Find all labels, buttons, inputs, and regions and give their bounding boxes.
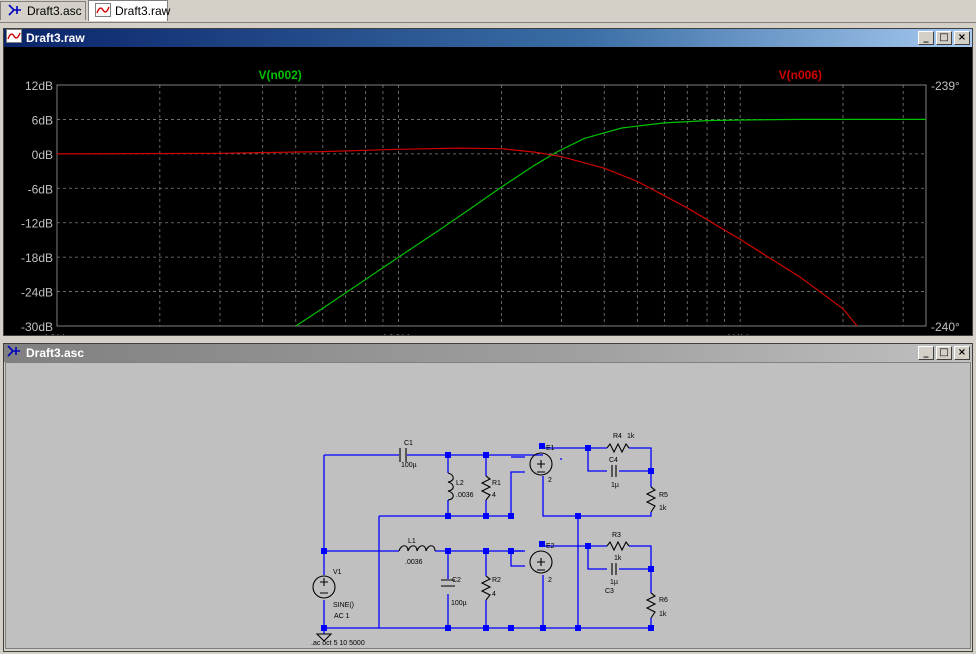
r3-label: R3 [612, 532, 621, 539]
component-symbols[interactable] [312, 442, 657, 642]
plot-traces[interactable] [56, 118, 926, 327]
e1-label: E1 [546, 445, 555, 452]
y-tick-label: -12dB [21, 217, 53, 231]
close-button[interactable]: × [954, 346, 970, 360]
schematic-window[interactable]: Draft3.asc _ □ × [3, 343, 973, 652]
x-tick-label: 10Hz [43, 332, 71, 335]
waveform-window[interactable]: Draft3.raw _ □ × 12dB 6dB 0dB -6dB -12dB -18d… [3, 28, 973, 346]
minimize-button[interactable]: _ [918, 31, 934, 45]
y-tick-label: -6dB [28, 182, 53, 196]
component-labels: C1 100µ L2 .0036 R1 4 E1 2 R4 1k C4 1µ R… [311, 433, 668, 647]
r4-label: R4 [613, 433, 622, 440]
r6-label: R6 [659, 597, 668, 604]
r1-value: 4 [492, 492, 496, 499]
circuit-schematic[interactable]: C1 100µ L2 .0036 R1 4 E1 2 R4 1k C4 1µ R… [6, 363, 970, 648]
minimize-button[interactable]: _ [918, 346, 934, 360]
plot-pane[interactable]: 12dB 6dB 0dB -6dB -12dB -18dB -24dB -30dB -239° -… [4, 47, 972, 346]
plot-ticks: 12dB 6dB 0dB -6dB -12dB -18dB -24dB -30dB -239° -… [21, 79, 960, 346]
c1-value: 100µ [401, 462, 417, 469]
r3-value: 1k [614, 555, 622, 562]
x-tick-label: 100Hz [381, 332, 416, 335]
r6-value: 1k [659, 611, 667, 618]
trace-label[interactable]: V(n002) [258, 68, 301, 82]
c2-label: C2 [452, 577, 461, 584]
plot-legend[interactable]: V(n002) V(n006) [258, 68, 822, 82]
tab-label: Draft3.raw [115, 4, 171, 18]
schematic-window-title: Draft3.asc [26, 346, 85, 360]
l2-label: L2 [456, 480, 464, 487]
schematic-window-titlebar[interactable]: Draft3.asc _ □ × [4, 344, 972, 362]
tab-draft3-raw[interactable]: Draft3.raw [88, 0, 171, 21]
maximize-button[interactable]: □ [936, 31, 952, 45]
v1-label: V1 [333, 569, 342, 576]
tab-label: Draft3.asc [27, 4, 82, 18]
r2-value: 4 [492, 591, 496, 598]
x-tick-label: 1KHz [725, 332, 754, 335]
y-tick-label: -30dB [21, 320, 53, 334]
waveform-icon [95, 2, 111, 20]
waveform-icon [6, 28, 22, 48]
c3-label: C3 [605, 588, 614, 595]
right-tick-label: -239° [931, 79, 960, 93]
c4-value: 1µ [611, 482, 619, 489]
r2-label: R2 [492, 577, 501, 584]
tab-draft3-asc[interactable]: Draft3.asc [0, 1, 86, 20]
plot-grid [56, 84, 926, 327]
r5-value: 1k [659, 505, 667, 512]
document-tab-bar: Draft3.asc Draft3.raw [0, 0, 976, 23]
y-tick-label: -18dB [21, 251, 53, 265]
v1-ac: AC 1 [334, 613, 350, 620]
l1-label: L1 [408, 538, 416, 545]
y-tick-label: 0dB [32, 148, 53, 162]
schematic-canvas[interactable]: C1 100µ L2 .0036 R1 4 E1 2 R4 1k C4 1µ R… [5, 362, 971, 649]
right-tick-label: -240° [931, 320, 960, 334]
waveform-window-titlebar[interactable]: Draft3.raw _ □ × [4, 28, 972, 48]
trace-vn006[interactable] [56, 147, 858, 327]
r5-label: R5 [659, 492, 668, 499]
r4-value: 1k [627, 433, 635, 440]
trace-label[interactable]: V(n006) [779, 68, 822, 82]
schematic-icon [6, 344, 22, 363]
c1-label: C1 [404, 440, 413, 447]
schematic-icon [7, 3, 23, 20]
plot-border [56, 84, 927, 327]
e2-label: E2 [546, 543, 555, 550]
waveform-window-title: Draft3.raw [26, 31, 85, 45]
r1-label: R1 [492, 480, 501, 487]
v1-source: SINE() [333, 602, 354, 609]
junction-dots [321, 443, 654, 631]
spice-directive: .ac oct 5 10 5000 [311, 640, 365, 647]
close-button[interactable]: × [954, 31, 970, 45]
trace-vn002[interactable] [295, 118, 926, 327]
c3-value: 1µ [610, 579, 618, 586]
c2-value: 100µ [451, 600, 467, 607]
e2-gain: 2 [548, 577, 552, 584]
y-tick-label: -24dB [21, 286, 53, 300]
l1-value: .0036 [405, 559, 423, 566]
l2-value: .0036 [456, 492, 474, 499]
e1-gain: 2 [548, 477, 552, 484]
plot-frame [56, 84, 927, 327]
bode-plot[interactable]: 12dB 6dB 0dB -6dB -12dB -18dB -24dB -30dB -239° -… [4, 47, 972, 346]
c4-label: C4 [609, 457, 618, 464]
wires[interactable] [323, 447, 652, 634]
maximize-button[interactable]: □ [936, 346, 952, 360]
y-tick-label: 6dB [32, 113, 53, 127]
y-tick-label: 12dB [25, 79, 53, 93]
